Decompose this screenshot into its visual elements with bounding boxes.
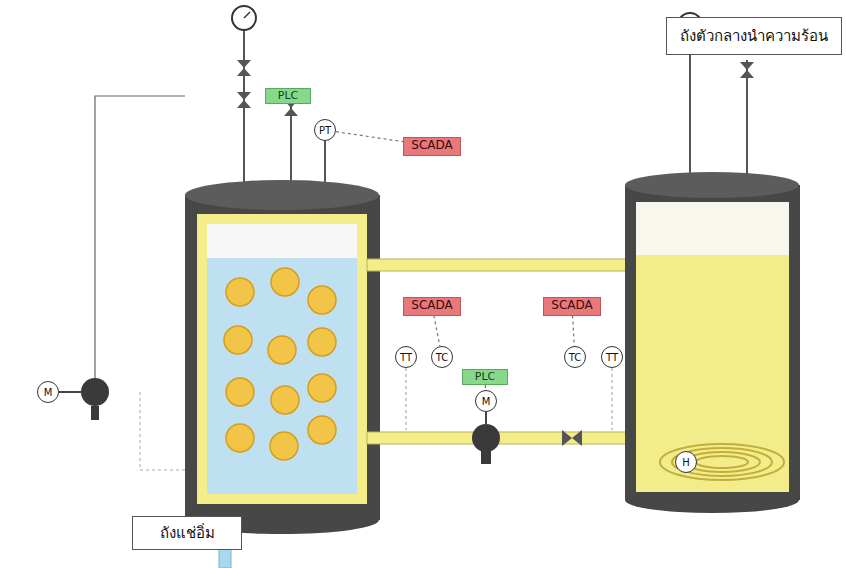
node-label: M — [44, 387, 53, 398]
instrument-bubble: TC — [431, 346, 453, 368]
node-label: PLC — [278, 90, 298, 102]
pump-symbol — [81, 378, 109, 406]
node-label: TC — [436, 352, 449, 363]
node-label: M — [482, 396, 491, 407]
fruit-pieces — [224, 268, 336, 460]
node-label: TT — [400, 352, 412, 363]
gauge-pipe — [243, 30, 245, 190]
plc-box: PLC — [265, 88, 311, 104]
instrument-bubble: TC — [564, 346, 586, 368]
node-label: SCADA — [551, 299, 592, 312]
tank-top — [185, 180, 379, 210]
node-label: TT — [606, 352, 618, 363]
instrument-bubble: TT — [601, 346, 623, 368]
plc-box: PLC — [462, 369, 508, 385]
tank-inner — [636, 202, 789, 492]
gauge-needle — [244, 12, 250, 18]
vent-pipe — [746, 60, 748, 182]
heat-transfer-oil — [636, 255, 789, 492]
tank-body — [625, 185, 800, 500]
title-box: ถังตัวกลางนำความร้อน — [666, 17, 842, 55]
valve-symbol — [237, 92, 251, 108]
instrument-bubble: PT — [314, 119, 336, 141]
motor-shaft — [485, 412, 487, 424]
tank-body — [185, 195, 380, 520]
sensor-line — [612, 368, 613, 430]
node-label: PT — [319, 125, 331, 136]
tank-top — [625, 172, 799, 198]
valve-symbol — [562, 430, 582, 446]
sensor-line — [406, 368, 407, 430]
pt-pipe — [324, 141, 326, 188]
pressure-gauge — [232, 6, 256, 30]
signal-connector — [573, 316, 575, 347]
tank-inner — [207, 224, 357, 494]
gauge-pipe — [689, 37, 691, 182]
pump-base — [91, 406, 99, 420]
node-label: ถังแช่อิ่ม — [160, 525, 215, 542]
pump-base — [481, 450, 491, 464]
pump-symbol — [472, 424, 500, 452]
scada-box: SCADA — [403, 137, 461, 156]
node-label: PLC — [475, 371, 495, 383]
node-label: ถังตัวกลางนำความร้อน — [680, 28, 828, 45]
motor-symbol: M — [475, 390, 497, 412]
tank-label-box: ถังแช่อิ่ม — [132, 516, 242, 550]
node-label: SCADA — [411, 299, 452, 312]
signal-connector — [434, 316, 440, 347]
motor-shaft — [59, 391, 81, 393]
signal-connector — [336, 132, 403, 142]
node-label: SCADA — [411, 139, 452, 152]
instrument-bubble: TT — [395, 346, 417, 368]
heater-symbol: H — [675, 451, 697, 473]
return-pipe — [367, 259, 627, 271]
signal-line — [140, 392, 185, 470]
node-label: TC — [569, 352, 582, 363]
heating-jacket — [197, 214, 367, 504]
scada-box: SCADA — [403, 297, 461, 316]
valve-symbol — [237, 60, 251, 76]
heating-coil — [660, 444, 784, 480]
syrup-liquid — [207, 258, 357, 494]
scada-box: SCADA — [543, 297, 601, 316]
valve-symbol — [740, 62, 754, 78]
feed-line — [95, 96, 185, 378]
node-label: H — [682, 457, 690, 468]
motor-symbol: M — [37, 381, 59, 403]
